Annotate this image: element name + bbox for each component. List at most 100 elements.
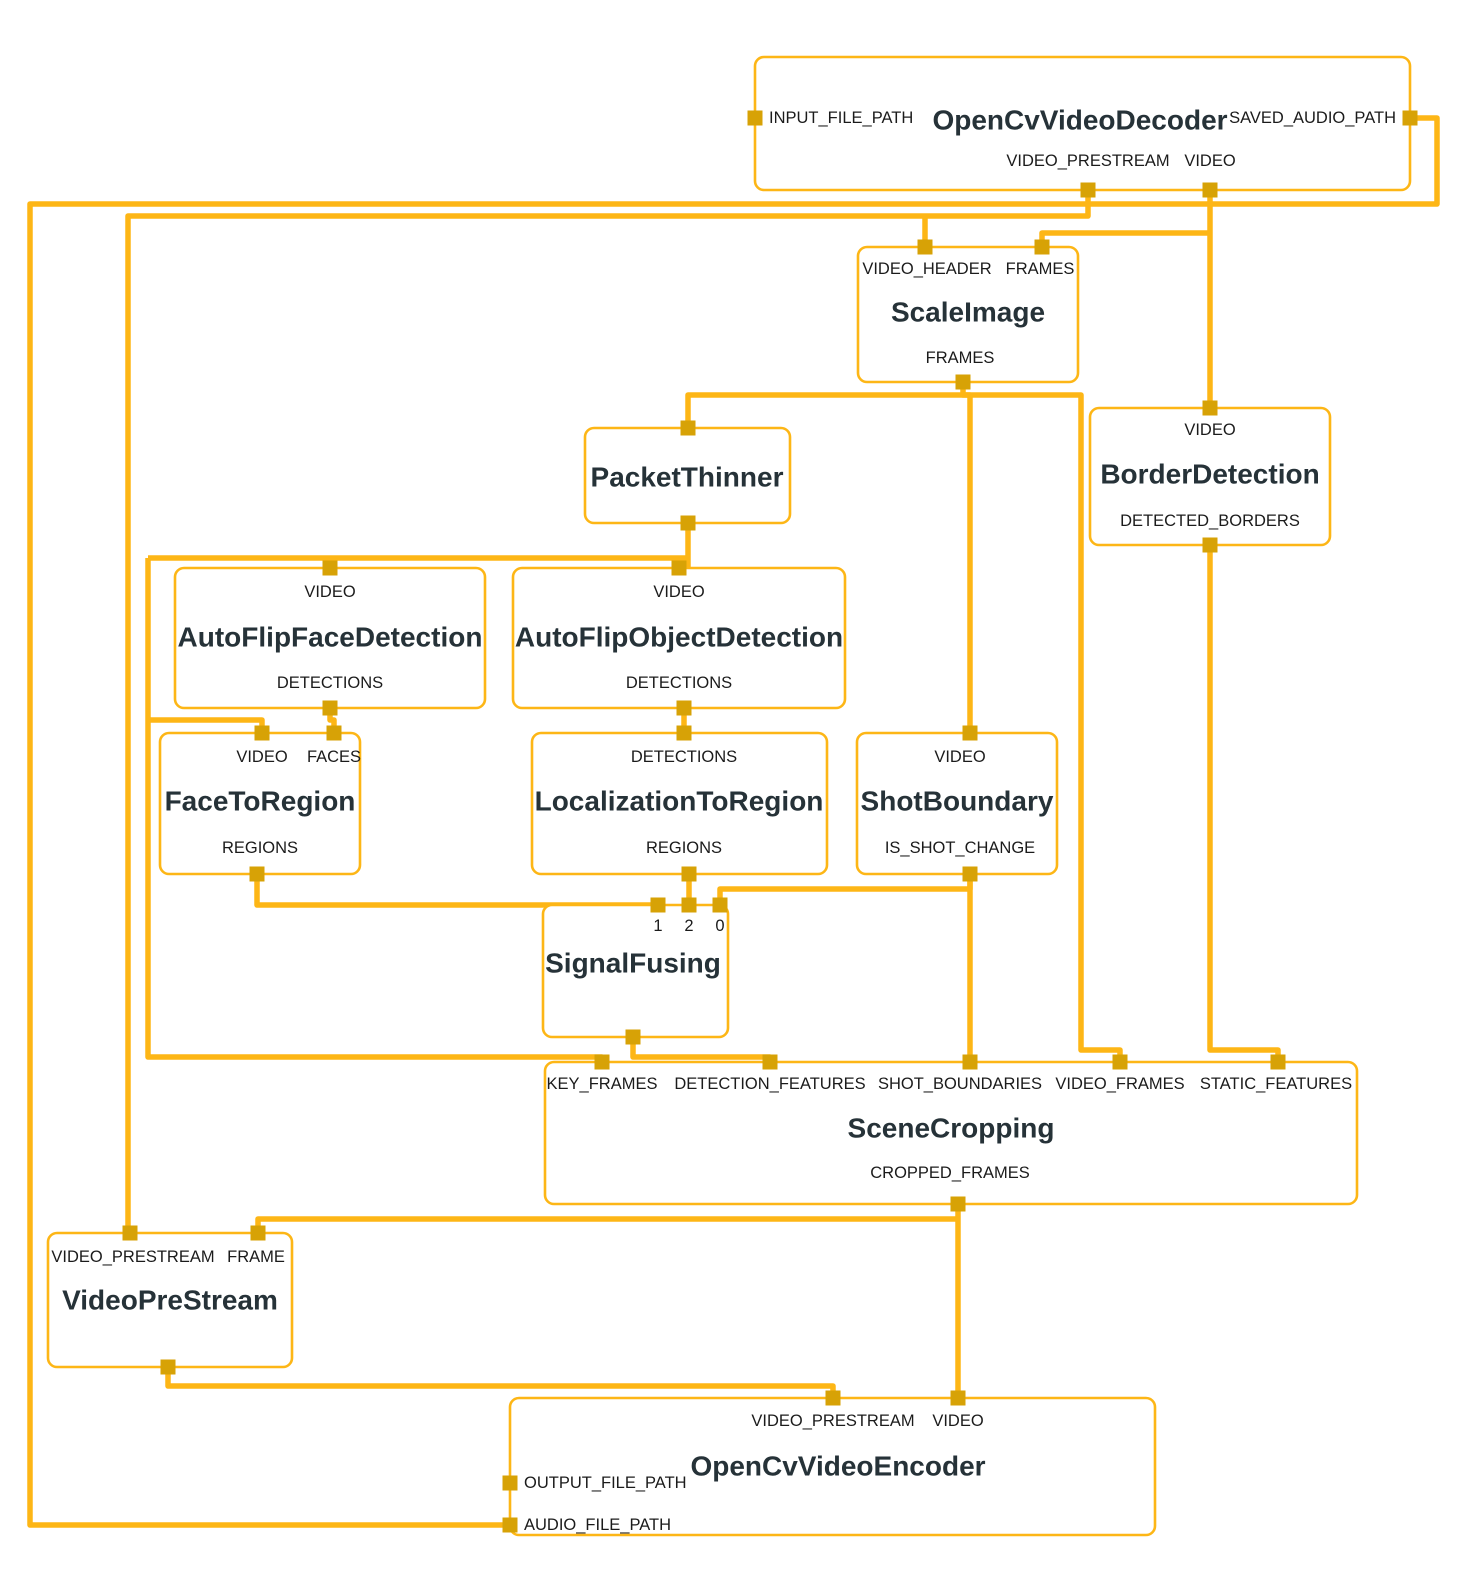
port-label-scene-cropping: STATIC_FEATURES [1200,1075,1352,1093]
node-title-scale-image: ScaleImage [891,297,1045,328]
node-title-localization-to-region: LocalizationToRegion [535,786,824,817]
port-open-cv-video-decoder[interactable] [1402,110,1418,126]
edge-face-regions-to-input-1 [254,874,658,908]
port-label-face-to-region: REGIONS [222,839,298,857]
port-scene-cropping[interactable] [594,1054,610,1070]
port-video-pre-stream[interactable] [160,1359,176,1375]
port-scale-image[interactable] [1034,239,1050,255]
port-video-pre-stream[interactable] [122,1225,138,1241]
port-label-signal-fusing: 1 [653,917,662,935]
node-title-video-pre-stream: VideoPreStream [62,1285,278,1316]
port-label-open-cv-video-decoder: VIDEO_PRESTREAM [1006,152,1169,170]
node-title-scene-cropping: SceneCropping [848,1113,1055,1144]
port-label-border-detection: DETECTED_BORDERS [1120,512,1300,530]
port-packet-thinner[interactable] [680,420,696,436]
edge-video-pre-stream-to-encoder [165,1367,836,1398]
port-shot-boundary[interactable] [962,725,978,741]
port-label-auto-flip-face-detection: DETECTIONS [277,674,383,692]
port-label-scale-image: VIDEO_HEADER [862,260,991,278]
node-shot-boundary: ShotBoundary VIDEO IS_SHOT_CHANGE [855,731,1059,876]
port-open-cv-video-encoder[interactable] [502,1475,518,1491]
port-open-cv-video-decoder[interactable] [1080,182,1096,198]
port-label-open-cv-video-decoder: SAVED_AUDIO_PATH [1229,109,1396,127]
port-auto-flip-object-detection[interactable] [671,560,687,576]
port-label-shot-boundary: VIDEO [934,748,986,766]
port-scene-cropping[interactable] [1112,1054,1128,1070]
node-title-auto-flip-face-detection: AutoFlipFaceDetection [178,622,483,653]
port-label-open-cv-video-encoder: OUTPUT_FILE_PATH [524,1474,687,1492]
port-video-pre-stream[interactable] [250,1225,266,1241]
port-border-detection[interactable] [1202,400,1218,416]
port-label-shot-boundary: IS_SHOT_CHANGE [885,839,1035,857]
node-title-packet-thinner: PacketThinner [591,462,784,493]
node-open-cv-video-decoder: OpenCvVideoDecoder INPUT_FILE_PATH SAVED_A… [753,55,1412,192]
edge-cropped-frames-to-frame [255,1216,958,1233]
port-label-open-cv-video-decoder: INPUT_FILE_PATH [769,109,913,127]
edge-is-shot-change-to-input-0 [717,874,973,905]
port-open-cv-video-encoder[interactable] [950,1390,966,1406]
port-localization-to-region[interactable] [676,725,692,741]
port-signal-fusing[interactable] [712,897,728,913]
port-scene-cropping[interactable] [950,1196,966,1212]
node-title-border-detection: BorderDetection [1100,459,1319,490]
node-box-shot-boundary[interactable] [855,731,1059,876]
port-label-video-pre-stream: VIDEO_PRESTREAM [51,1248,214,1266]
edge-scaled-frames-to-video-frames [963,392,1123,1062]
port-packet-thinner[interactable] [680,515,696,531]
port-label-border-detection: VIDEO [1184,421,1236,439]
port-label-open-cv-video-encoder: AUDIO_FILE_PATH [524,1516,671,1534]
port-label-face-to-region: VIDEO [236,748,288,766]
port-face-to-region[interactable] [249,866,265,882]
port-label-localization-to-region: DETECTIONS [631,748,737,766]
port-scene-cropping[interactable] [962,1054,978,1070]
node-title-shot-boundary: ShotBoundary [861,786,1054,817]
port-label-localization-to-region: REGIONS [646,839,722,857]
port-auto-flip-face-detection[interactable] [322,700,338,716]
node-title-open-cv-video-encoder: OpenCvVideoEncoder [690,1451,985,1482]
port-scale-image[interactable] [955,374,971,390]
node-title-auto-flip-object-detection: AutoFlipObjectDetection [515,622,843,653]
port-scene-cropping[interactable] [1270,1054,1286,1070]
edge-saved-audio-path-to-audio-file-path [27,115,1440,1528]
port-open-cv-video-encoder[interactable] [502,1517,518,1533]
node-title-open-cv-video-decoder: OpenCvVideoDecoder [932,105,1227,136]
edge-scaled-frames-to-packet-thinner [685,392,963,428]
edge-detected-borders-to-static-features [1207,545,1281,1062]
port-face-to-region[interactable] [326,725,342,741]
port-signal-fusing[interactable] [625,1029,641,1045]
port-auto-flip-face-detection[interactable] [322,560,338,576]
port-signal-fusing[interactable] [681,897,697,913]
port-open-cv-video-encoder[interactable] [825,1390,841,1406]
port-label-scene-cropping: VIDEO_FRAMES [1055,1075,1184,1093]
port-open-cv-video-decoder[interactable] [1202,182,1218,198]
port-label-scene-cropping: KEY_FRAMES [547,1075,658,1093]
edge-video-prestream-to-video-pre-stream [125,190,1091,1233]
port-label-auto-flip-object-detection: DETECTIONS [626,674,732,692]
port-shot-boundary[interactable] [962,866,978,882]
port-border-detection[interactable] [1202,537,1218,553]
port-scene-cropping[interactable] [762,1054,778,1070]
port-label-scene-cropping: CROPPED_FRAMES [870,1164,1030,1182]
port-localization-to-region[interactable] [681,866,697,882]
node-scene-cropping: SceneCropping KEY_FRAMES DETECTION_FEATURE… [543,1060,1359,1206]
port-label-scene-cropping: SHOT_BOUNDARIES [878,1075,1042,1093]
port-scale-image[interactable] [917,239,933,255]
edge-scaled-frames-to-shot-boundary [960,382,973,733]
port-auto-flip-object-detection[interactable] [676,700,692,716]
port-label-scene-cropping: DETECTION_FEATURES [674,1075,865,1093]
port-label-scale-image: FRAMES [1006,260,1075,278]
port-face-to-region[interactable] [254,725,270,741]
port-open-cv-video-decoder[interactable] [747,110,763,126]
port-label-face-to-region: FACES [307,748,361,766]
edge-row-to-face-to-region-video [148,717,265,733]
port-label-signal-fusing: 2 [684,917,693,935]
port-signal-fusing[interactable] [650,897,666,913]
